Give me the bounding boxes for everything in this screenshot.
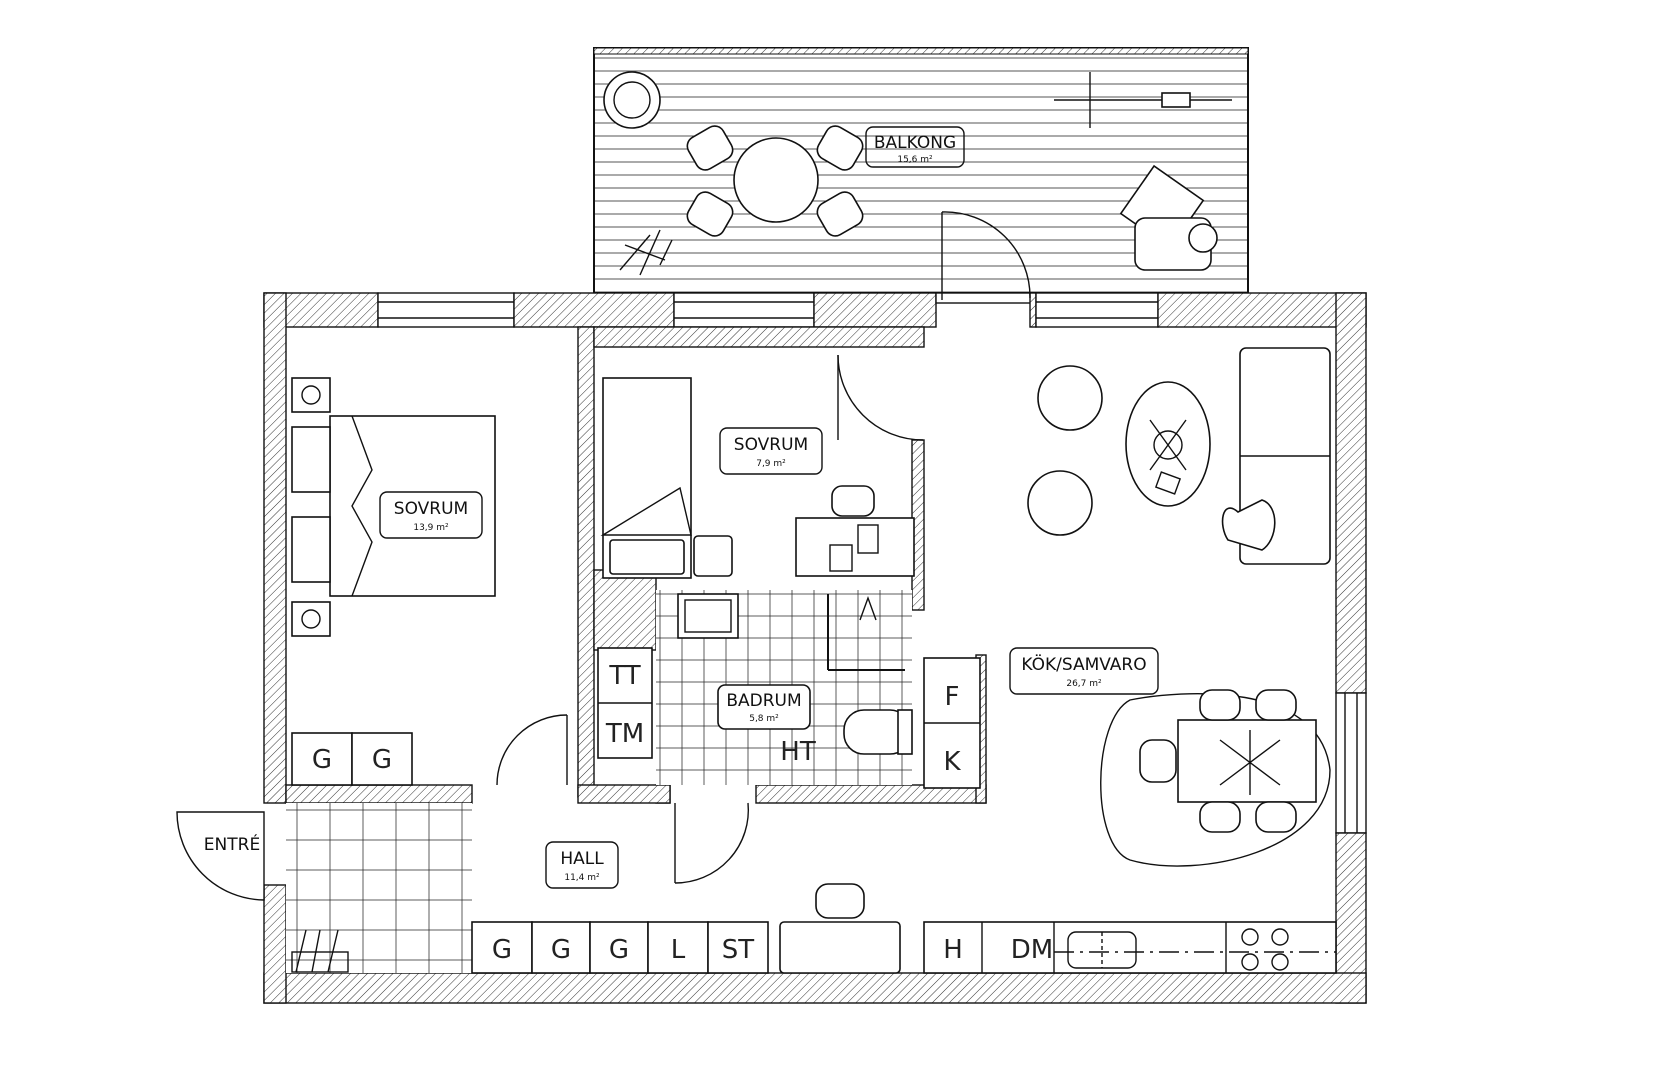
kitchen-code: DM	[1011, 935, 1053, 965]
washer-code: TT	[608, 661, 640, 691]
room-label-sovrum-2: SOVRUM 7,9 m²	[719, 427, 823, 475]
room-area: 13,9 m²	[413, 523, 449, 533]
room-name: SOVRUM	[734, 435, 808, 455]
room-area: 26,7 m²	[1066, 679, 1102, 689]
living-room-furniture	[1027, 347, 1331, 565]
room-area: 15,6 m²	[897, 155, 933, 165]
room-label-entre: ENTRÉ	[204, 833, 260, 855]
bed-double	[291, 377, 496, 637]
room-area: 11,4 m²	[564, 873, 600, 883]
kitchen-code: H	[943, 935, 963, 965]
room-name: BADRUM	[726, 691, 801, 711]
wardrobe-code: G	[372, 745, 392, 775]
wardrobe-code: G	[312, 745, 332, 775]
room-name: BALKONG	[874, 133, 956, 153]
hall-code: ST	[722, 935, 755, 965]
hall-storage: G G G L ST	[291, 883, 901, 974]
room-area: 5,8 m²	[749, 714, 779, 724]
fridge-freezer: F K	[923, 657, 981, 789]
room-label-balkong: BALKONG 15,6 m²	[865, 126, 965, 168]
bed-single	[600, 377, 733, 579]
hall-code: L	[671, 935, 686, 965]
room-name: HALL	[560, 849, 604, 869]
walls	[263, 292, 1367, 1004]
windows	[378, 301, 1358, 833]
hall-code: G	[492, 935, 512, 965]
bathroom-fixtures: TT TM HT	[597, 593, 913, 767]
desk	[795, 485, 915, 577]
dryer-code: TM	[605, 719, 644, 749]
hall-code: G	[609, 935, 629, 965]
room-label-sovrum-1: SOVRUM 13,9 m²	[379, 491, 483, 539]
room-label-badrum: BADRUM 5,8 m²	[717, 684, 811, 730]
dining-area	[1100, 689, 1331, 867]
room-name: SOVRUM	[394, 499, 468, 519]
hall-code: G	[551, 935, 571, 965]
wardrobe-bedroom: G G	[291, 732, 413, 786]
room-name: KÖK/SAMVARO	[1021, 653, 1146, 675]
room-area: 7,9 m²	[756, 459, 786, 469]
freezer-code: K	[943, 747, 961, 777]
balcony-furniture	[603, 71, 1232, 276]
towel-heater-code: HT	[780, 737, 816, 767]
balcony	[593, 47, 1249, 294]
entry-tiles	[286, 803, 472, 973]
room-label-hall: HALL 11,4 m²	[545, 841, 619, 889]
fridge-code: F	[945, 682, 960, 712]
door-arcs	[176, 211, 1031, 901]
room-label-kok: KÖK/SAMVARO 26,7 m²	[1009, 647, 1159, 695]
kitchen-counter: H DM	[923, 921, 1337, 974]
